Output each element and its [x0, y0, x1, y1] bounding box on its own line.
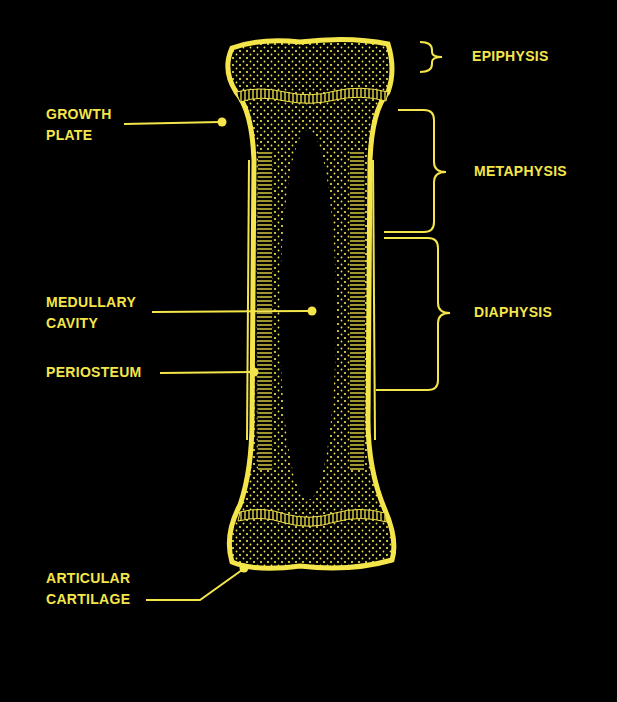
leader-line: [124, 122, 220, 124]
part-label: EPIPHYSIS: [472, 46, 602, 67]
part-label: DIAPHYSIS: [474, 302, 604, 323]
leader-dot: [218, 118, 227, 127]
part-label: ARTICULAR CARTILAGE: [46, 568, 142, 610]
part-label: PERIOSTEUM: [46, 362, 158, 383]
bone-outline: [228, 39, 394, 568]
leader-line: [146, 570, 242, 600]
growth-plate: [238, 509, 387, 526]
leader-dot: [308, 307, 317, 316]
growth-plate-ground: [238, 509, 387, 526]
periosteum-line: [373, 160, 375, 440]
bracket: [420, 42, 442, 72]
growth-plate-ground: [236, 88, 388, 103]
medullary-cavity: [280, 130, 336, 500]
bracket: [384, 110, 446, 232]
cortex-ground: [257, 150, 272, 470]
bracket: [376, 238, 450, 390]
growth-plate: [236, 88, 388, 103]
cortical-bone: [257, 150, 272, 470]
periosteum-line: [247, 160, 249, 440]
cortex-ground: [350, 150, 365, 470]
part-label: GROWTH PLATE: [46, 104, 122, 146]
part-label: METAPHYSIS: [474, 161, 604, 182]
leader-line: [152, 311, 310, 312]
leader-dot: [250, 368, 259, 377]
leader-dot: [240, 564, 249, 573]
cortical-bone: [350, 150, 365, 470]
leader-line: [160, 372, 252, 373]
part-label: MEDULLARY CAVITY: [46, 292, 150, 334]
